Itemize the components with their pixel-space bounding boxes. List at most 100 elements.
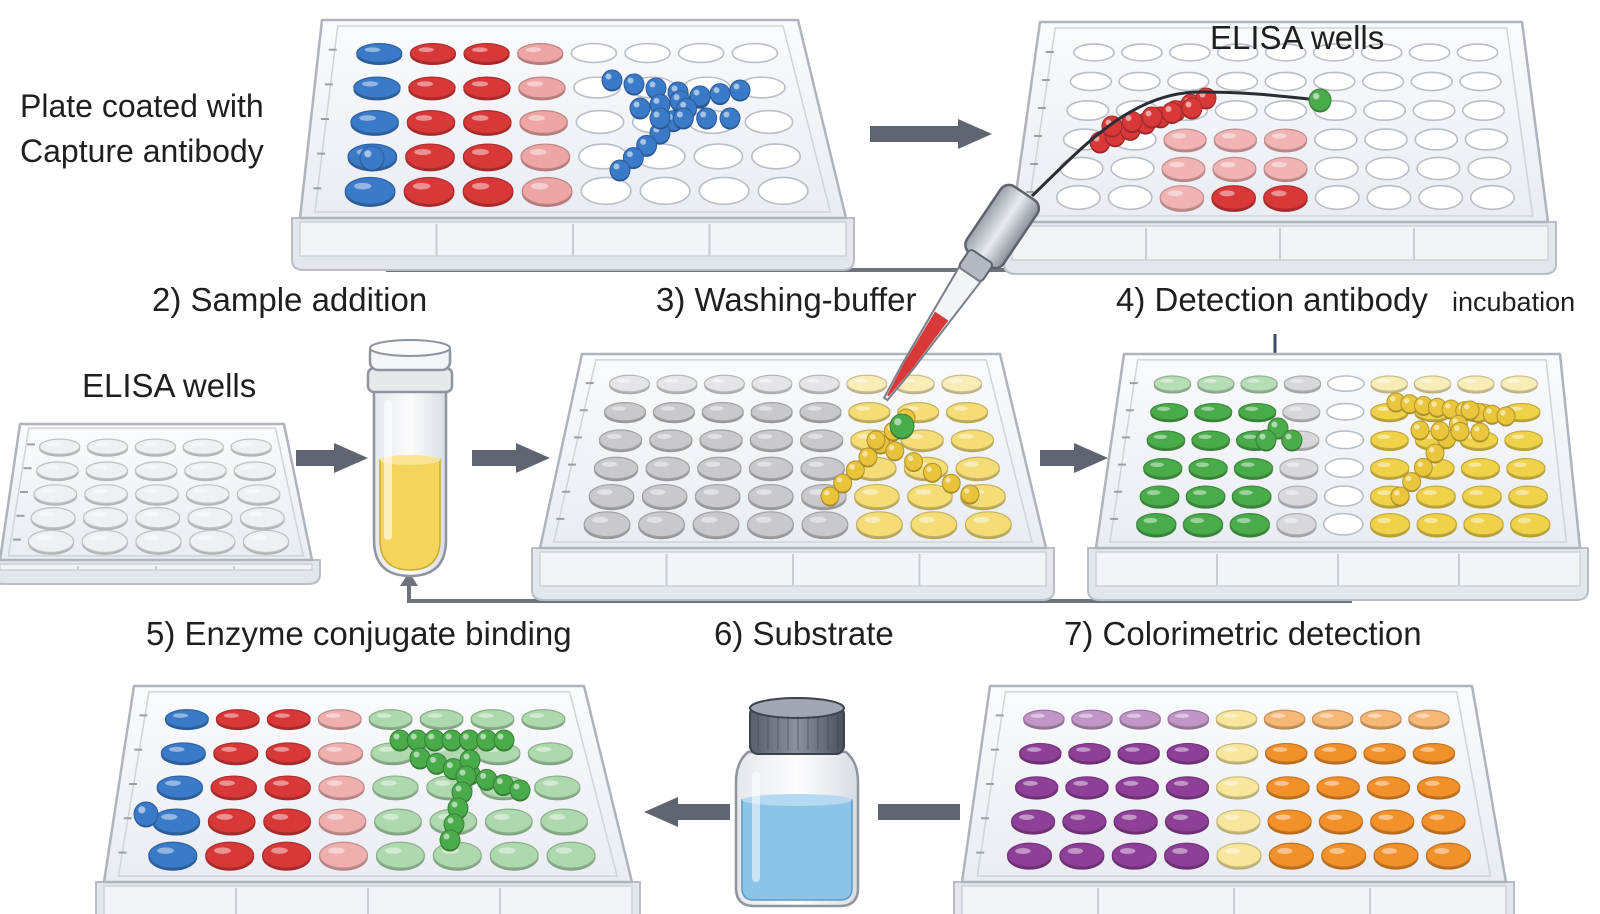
well-empty <box>731 42 779 64</box>
bead-highlight <box>455 785 462 792</box>
bead <box>1141 106 1163 128</box>
arrow-tube-to-washing <box>472 443 550 473</box>
plate-colorimetric <box>953 684 1515 914</box>
elisa-wells-top-label: ELISA wells <box>1210 19 1385 56</box>
well-fill <box>1370 809 1415 833</box>
well-fill <box>798 374 840 393</box>
well-highlight <box>1076 747 1091 752</box>
plate-frame <box>1109 359 1568 543</box>
well-fill <box>135 529 182 553</box>
well-highlight <box>1289 406 1303 411</box>
bead-highlight <box>894 418 902 426</box>
bead-highlight <box>459 769 466 776</box>
well-highlight <box>650 489 666 495</box>
bead-highlight <box>626 151 633 158</box>
well-fill <box>148 841 198 869</box>
bead-highlight <box>723 111 730 118</box>
bead <box>1181 97 1203 119</box>
well-fill <box>801 511 849 538</box>
bead-highlight <box>1414 424 1420 430</box>
well-highlight <box>412 182 431 190</box>
well-highlight <box>919 516 936 523</box>
well-highlight <box>1190 517 1205 524</box>
bead-highlight <box>513 783 520 790</box>
well-highlight <box>908 433 924 439</box>
well-highlight <box>1198 434 1212 439</box>
well-highlight <box>1285 490 1299 496</box>
well-highlight <box>611 406 627 411</box>
well-highlight <box>1022 780 1038 786</box>
well-fill <box>84 484 129 504</box>
well-highlight <box>165 780 181 786</box>
well-highlight <box>1070 814 1086 820</box>
well-empty <box>1323 485 1364 507</box>
well-highlight <box>1329 848 1345 854</box>
well-fill <box>1360 709 1402 728</box>
step6-label: 6) Substrate <box>714 615 894 652</box>
arrow-right <box>296 443 368 473</box>
well-fill <box>749 429 794 451</box>
well-fill <box>1263 709 1306 728</box>
bead <box>904 452 924 472</box>
bead-highlight <box>1454 425 1460 431</box>
well-highlight <box>143 488 159 494</box>
well-fill <box>409 43 457 64</box>
well-empty <box>1416 156 1461 181</box>
well-fill <box>233 461 277 480</box>
bead-highlight <box>613 163 620 170</box>
bead-highlight <box>633 101 640 108</box>
bead <box>629 97 651 119</box>
well-fill <box>236 484 281 504</box>
well-highlight <box>653 461 669 467</box>
well-highlight <box>616 378 631 383</box>
bead-highlight <box>862 451 868 457</box>
well-fill <box>318 742 364 764</box>
well-fill <box>598 429 643 451</box>
well-highlight <box>1223 713 1238 718</box>
well-highlight <box>1271 190 1287 197</box>
well-highlight <box>808 461 824 467</box>
well-fill <box>1421 809 1466 833</box>
well-fill <box>540 808 589 834</box>
well-highlight <box>709 406 724 411</box>
well-highlight <box>1424 780 1440 786</box>
blue-drop-accent-2 <box>133 801 159 828</box>
well-fill <box>85 461 129 480</box>
well-empty <box>1461 99 1506 122</box>
well-highlight <box>1272 747 1288 752</box>
well-highlight <box>1167 190 1183 197</box>
well-highlight <box>1381 848 1398 854</box>
well-empty <box>1360 43 1403 62</box>
well-highlight <box>1326 814 1343 820</box>
bead-highlight <box>627 77 634 84</box>
well-highlight <box>1507 379 1521 383</box>
well-highlight <box>1464 379 1477 383</box>
well-fill <box>746 511 794 538</box>
arrow-right <box>870 119 992 149</box>
well-fill <box>1462 485 1502 507</box>
bead-highlight <box>649 81 656 88</box>
well-highlight <box>758 406 773 411</box>
well-fill <box>1117 742 1160 763</box>
well-fill <box>703 374 745 393</box>
well-highlight <box>1470 517 1485 524</box>
bead <box>623 73 645 95</box>
bead-highlight <box>945 477 951 483</box>
bead-highlight <box>1474 426 1480 432</box>
well-empty <box>1326 375 1365 392</box>
well-highlight <box>1146 490 1161 496</box>
step4-label: 4) Detection antibody <box>1116 281 1428 318</box>
bead-highlight <box>1271 421 1278 428</box>
well-fill <box>207 808 256 834</box>
well-fill <box>1268 842 1314 868</box>
well-highlight <box>529 149 547 156</box>
well-fill <box>1166 742 1210 763</box>
well-empty <box>1314 184 1360 211</box>
well-fill <box>356 43 403 64</box>
blue-drop-accent <box>359 145 385 172</box>
well-highlight <box>364 47 381 53</box>
well-highlight <box>1271 133 1287 139</box>
well-highlight <box>471 149 489 156</box>
well-fill <box>263 808 311 834</box>
well-fill <box>694 483 741 509</box>
